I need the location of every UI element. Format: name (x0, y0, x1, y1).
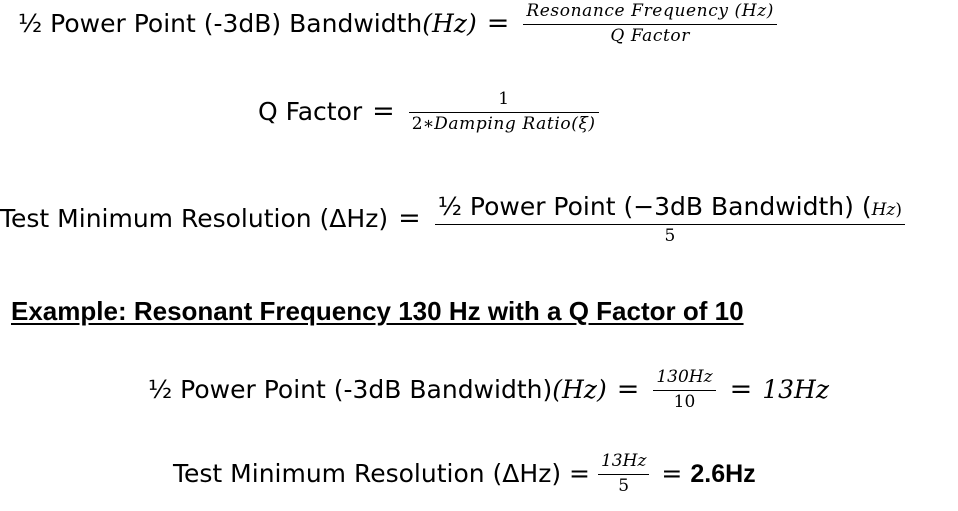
fraction-numerator: 1 (498, 89, 510, 109)
test-minimum-resolution-formula: Test Minimum Resolution (ΔHz) = ½ Power … (0, 192, 909, 247)
fraction-denominator: Q Factor (610, 25, 690, 46)
fraction: 13Hz 5 (597, 451, 650, 496)
fraction-denominator: 2∗Damping Ratio(ξ) (409, 113, 599, 135)
formula-lhs-unit: (Hz) (422, 9, 477, 39)
formula-lhs-text: Test Minimum Resolution (ΔHz) (0, 204, 389, 234)
fraction-bar (523, 23, 777, 25)
equals-sign-2: = (661, 459, 683, 489)
numerator-text: ½ Power Point (−3dB Bandwidth) ( (437, 192, 872, 221)
equals-sign: = (486, 8, 510, 40)
formula-lhs-text: ½ Power Point (-3dB Bandwidth) (148, 375, 553, 405)
fraction: 130Hz 10 (653, 367, 716, 412)
fraction-bar (653, 389, 716, 391)
half-power-bandwidth-formula: ½ Power Point (-3dB) Bandwidth (Hz) = Re… (18, 1, 781, 46)
example-resolution-calculation: Test Minimum Resolution (ΔHz) = 13Hz 5 =… (173, 451, 756, 496)
denominator-term: Damping Ratio(ξ) (434, 113, 596, 134)
equals-sign: = (398, 203, 421, 235)
equals-sign-2: = (729, 374, 753, 406)
numerator-unit: Hz (871, 200, 896, 220)
equals-sign: = (616, 374, 640, 406)
fraction-numerator: 130Hz (656, 367, 713, 387)
fraction: ½ Power Point (−3dB Bandwidth) (Hz) 5 (434, 192, 906, 247)
equals-sign: = (372, 96, 395, 128)
fraction-numerator: ½ Power Point (−3dB Bandwidth) (Hz) (435, 192, 905, 222)
fraction-denominator: 5 (618, 475, 630, 496)
fraction-bar (408, 111, 599, 113)
formula-lhs-text: ½ Power Point (-3dB) Bandwidth (18, 9, 423, 39)
formula-lhs-text: Q Factor (258, 97, 363, 127)
fraction: 1 2∗Damping Ratio(ξ) (408, 89, 599, 135)
fraction-denominator: 10 (673, 391, 696, 412)
fraction: Resonance Frequency (Hz) Q Factor (523, 1, 777, 46)
example-bandwidth-calculation: ½ Power Point (-3dB Bandwidth) (Hz) = 13… (148, 367, 829, 412)
fraction-numerator: Resonance Frequency (Hz) (526, 1, 774, 21)
denominator-prefix: 2∗ (411, 113, 435, 134)
bandwidth-result: 13Hz (762, 375, 829, 405)
fraction-denominator: 5 (664, 226, 676, 246)
fraction-numerator: 13Hz (600, 451, 647, 471)
fraction-bar (434, 224, 906, 225)
formula-lhs-text: Test Minimum Resolution (ΔHz) = (173, 459, 590, 489)
resolution-result: 2.6Hz (690, 459, 756, 488)
example-heading: Example: Resonant Frequency 130 Hz with … (11, 296, 744, 326)
q-factor-formula: Q Factor = 1 2∗Damping Ratio(ξ) (258, 89, 603, 135)
formula-lhs-unit: (Hz) (552, 375, 607, 405)
numerator-close: ) (895, 200, 903, 220)
fraction-bar (597, 473, 650, 475)
